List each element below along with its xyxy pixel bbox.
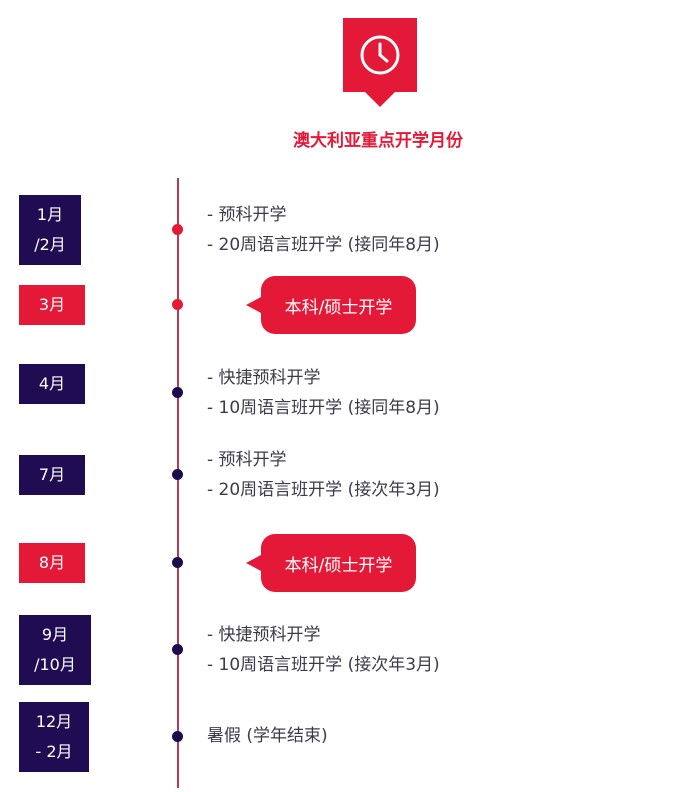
description-line: - 10周语言班开学 (接同年8月) — [207, 398, 440, 418]
month-line: /10月 — [34, 655, 76, 674]
timeline-description: - 预科开学 - 20周语言班开学 (接次年3月) — [207, 445, 440, 505]
month-line: 8月 — [38, 553, 66, 572]
month-label-mar: 3月 — [19, 285, 85, 325]
month-line: - 2月 — [35, 742, 73, 761]
month-label-apr: 4月 — [19, 364, 85, 404]
callout-pointer — [246, 555, 261, 571]
month-line: 4月 — [38, 374, 66, 393]
timeline-dot — [172, 387, 183, 398]
description-line: - 20周语言班开学 (接次年3月) — [207, 480, 440, 500]
callout-text: 本科/硕士开学 — [284, 555, 393, 576]
timeline-dot — [172, 224, 183, 235]
timeline-dot — [172, 644, 183, 655]
callout-text: 本科/硕士开学 — [284, 297, 393, 318]
month-label-sep-oct: 9月 /10月 — [19, 615, 91, 685]
month-line: 9月 — [41, 625, 69, 644]
timeline-dot — [172, 469, 183, 480]
description-line: - 20周语言班开学 (接同年8月) — [207, 235, 440, 255]
description-line: - 快捷预科开学 — [207, 625, 321, 645]
callout-pointer — [246, 297, 261, 313]
month-label-jan-feb: 1月 /2月 — [19, 195, 81, 265]
timeline-description: - 快捷预科开学 - 10周语言班开学 (接次年3月) — [207, 620, 440, 680]
description-line: - 10周语言班开学 (接次年3月) — [207, 655, 440, 675]
page-title: 澳大利亚重点开学月份 — [293, 131, 463, 151]
header-clock-badge — [343, 18, 417, 107]
description-line: - 快捷预科开学 — [207, 368, 321, 388]
timeline-description: - 快捷预科开学 - 10周语言班开学 (接同年8月) — [207, 363, 440, 423]
timeline-dot — [172, 299, 183, 310]
month-label-jul: 7月 — [19, 455, 85, 495]
month-line: 1月 — [36, 205, 64, 224]
month-line: 3月 — [38, 295, 66, 314]
callout-badge: 本科/硕士开学 — [246, 276, 416, 334]
month-line: 7月 — [38, 465, 66, 484]
clock-icon — [360, 35, 400, 75]
month-label-dec-feb: 12月 - 2月 — [19, 702, 89, 772]
month-line: /2月 — [34, 235, 66, 254]
timeline-dot — [172, 731, 183, 742]
timeline-line — [177, 178, 179, 788]
timeline-dot — [172, 557, 183, 568]
description-line: - 预科开学 — [207, 450, 287, 470]
timeline-description: - 预科开学 - 20周语言班开学 (接同年8月) — [207, 200, 440, 260]
callout-badge: 本科/硕士开学 — [246, 534, 416, 592]
description-line: 暑假 (学年结束) — [207, 726, 328, 746]
month-label-aug: 8月 — [19, 543, 85, 583]
month-line: 12月 — [35, 712, 73, 731]
timeline-description: 暑假 (学年结束) — [207, 721, 328, 751]
description-line: - 预科开学 — [207, 205, 287, 225]
badge-pointer — [365, 92, 395, 107]
